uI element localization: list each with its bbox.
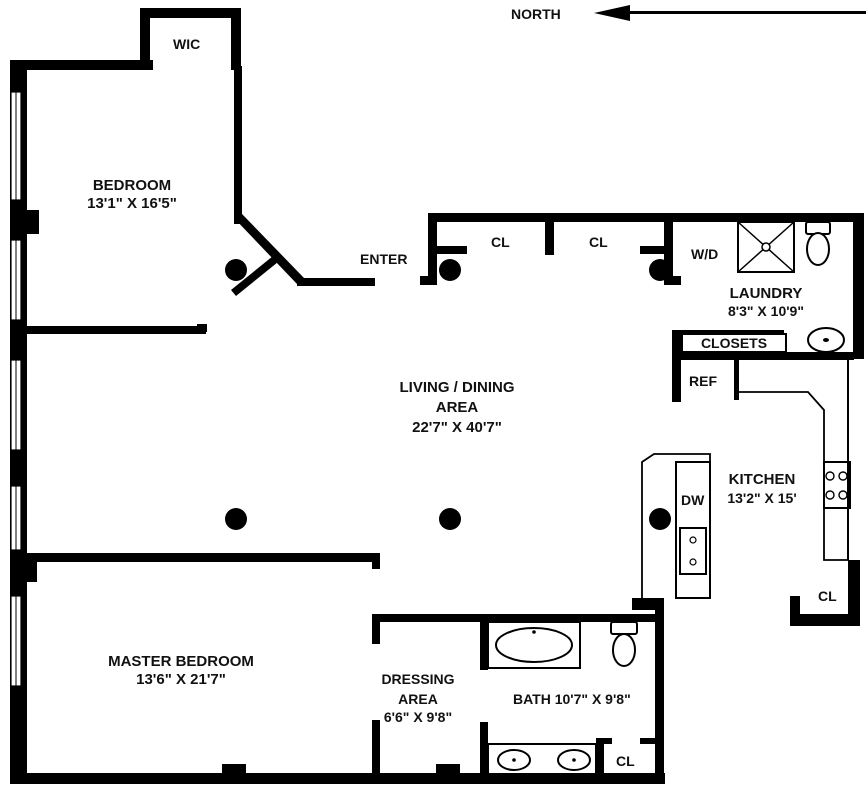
bedroom-label: BEDROOM bbox=[93, 177, 171, 194]
washer-dryer-label: W/D bbox=[691, 246, 718, 262]
kitchen-fixtures bbox=[641, 360, 851, 599]
laundry-size: 8'3" X 10'9" bbox=[728, 303, 804, 319]
north-indicator: NORTH bbox=[511, 5, 866, 22]
bath-fixtures bbox=[487, 621, 638, 775]
closets-box bbox=[681, 333, 787, 353]
laundry-label: LAUNDRY bbox=[730, 285, 803, 302]
dressing-label-line1: DRESSING bbox=[381, 671, 454, 687]
kitchen-closet-label: CL bbox=[818, 588, 837, 604]
closets-label: CLOSETS bbox=[701, 335, 767, 351]
dressing-size: 6'6" X 9'8" bbox=[384, 709, 452, 725]
bath-label: BATH 10'7" X 9'8" bbox=[513, 691, 631, 707]
master-bedroom-size: 13'6" X 21'7" bbox=[136, 671, 226, 688]
laundry-fixtures bbox=[737, 221, 845, 353]
kitchen-size: 13'2" X 15' bbox=[727, 490, 796, 506]
north-arrow-icon bbox=[594, 5, 630, 21]
closet-2-label: CL bbox=[589, 234, 608, 250]
dressing-label-line2: AREA bbox=[398, 691, 438, 707]
kitchen-label: KITCHEN bbox=[729, 471, 796, 488]
wic-label: WIC bbox=[173, 36, 200, 52]
refrigerator-label: REF bbox=[689, 373, 717, 389]
living-size: 22'7" X 40'7" bbox=[412, 419, 502, 436]
dishwasher-label: DW bbox=[681, 492, 705, 508]
closet-1-label: CL bbox=[491, 234, 510, 250]
bedroom-size: 13'1" X 16'5" bbox=[87, 195, 177, 212]
room-labels: WIC BEDROOM 13'1" X 16'5" ENTER CL CL W/… bbox=[87, 36, 837, 769]
master-bedroom-label: MASTER BEDROOM bbox=[108, 653, 254, 670]
windows bbox=[10, 91, 22, 687]
living-label-line1: LIVING / DINING bbox=[399, 379, 514, 396]
enter-label: ENTER bbox=[360, 251, 407, 267]
north-label: NORTH bbox=[511, 6, 561, 22]
living-label-line2: AREA bbox=[436, 399, 479, 416]
columns bbox=[225, 259, 671, 530]
bath-closet-label: CL bbox=[616, 753, 635, 769]
